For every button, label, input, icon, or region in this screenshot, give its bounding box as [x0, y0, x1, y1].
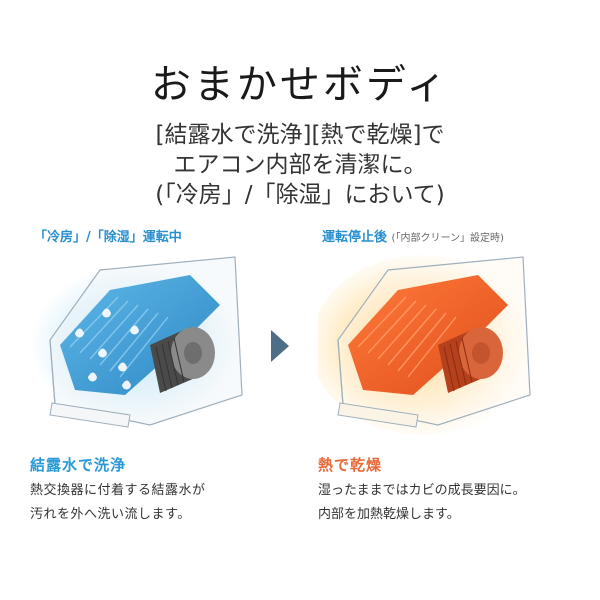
subtitle-line-3: (「冷房」/「除湿」において)	[155, 182, 445, 208]
dry-heading: 熱で乾燥	[318, 456, 383, 474]
cooling-ac-illustration	[30, 256, 243, 428]
after-stop-label: 運転停止後 (「内部クリーン」設定時)	[322, 226, 504, 245]
page-title: おまかせボディ	[150, 62, 450, 108]
wash-description-line-2: 汚れを外へ洗い流します。	[30, 507, 191, 522]
arrow-right-icon	[271, 330, 289, 362]
subtitle-line-1: [結露水で洗浄][熱で乾燥]で	[155, 122, 445, 148]
dry-description-line-1: 湿ったままではカビの成長要因に。	[318, 483, 526, 498]
wash-description: 熱交換器に付着する結露水が 汚れを外へ洗い流します。	[30, 479, 206, 527]
internal-clean-note: (「内部クリーン」設定時)	[391, 233, 504, 244]
after-stop-label-text: 運転停止後	[322, 230, 388, 245]
wash-heading: 結露水で洗浄	[30, 456, 127, 474]
drying-ac-illustration	[318, 255, 535, 435]
subtitle: [結露水で洗浄][熱で乾燥]で エアコン内部を清潔に。 (「冷房」/「除湿」にお…	[0, 120, 600, 210]
dry-description-line-2: 内部を加熱乾燥します。	[318, 507, 460, 522]
cooling-mode-label: 「冷房」/「除湿」運転中	[34, 230, 182, 245]
wash-description-line-1: 熱交換器に付着する結露水が	[30, 483, 206, 498]
subtitle-line-2: エアコン内部を清潔に。	[173, 152, 427, 178]
dry-description: 湿ったままではカビの成長要因に。 内部を加熱乾燥します。	[318, 479, 526, 527]
